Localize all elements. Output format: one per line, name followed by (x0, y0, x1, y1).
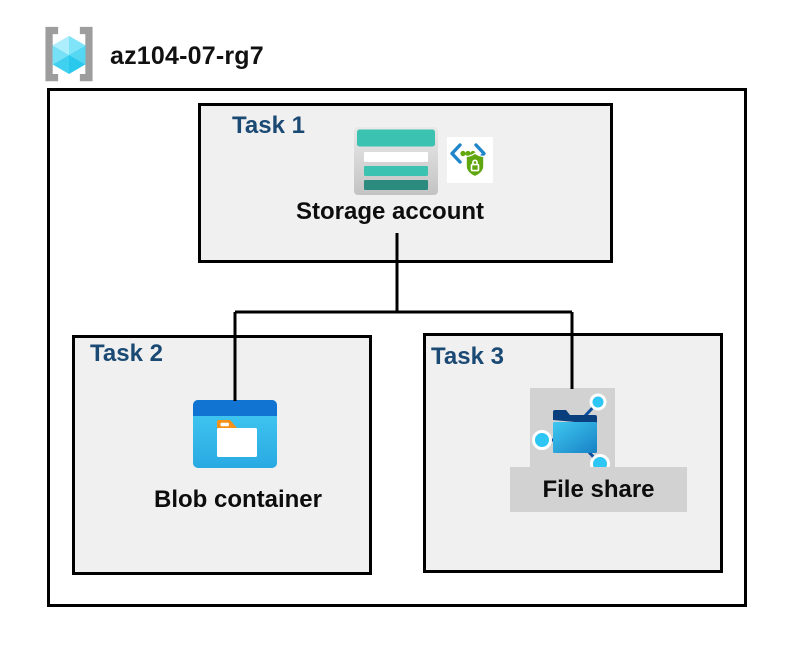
blob-container-icon (193, 400, 277, 468)
resource-group-icon (45, 26, 93, 82)
task2-box: Task 2 Blob container (72, 335, 372, 575)
task3-box: Task 3 File share (423, 333, 723, 573)
sas-shield-icon (447, 137, 493, 183)
resource-group-name: az104-07-rg7 (110, 42, 264, 70)
task1-box: Task 1 Storage account (198, 103, 613, 263)
resource-group-header: az104-07-rg7 (0, 0, 788, 88)
file-share-icon (532, 393, 610, 474)
task3-label: Task 3 (431, 343, 504, 370)
task1-label: Task 1 (232, 112, 305, 139)
blob-container-label: Blob container (153, 486, 322, 513)
cube-glyph (52, 35, 86, 74)
file-share-label: File share (542, 476, 655, 503)
file-share-label-highlight: File share (510, 467, 687, 512)
storage-account-label: Storage account (295, 198, 485, 225)
file-share-selection-highlight (530, 388, 615, 474)
storage-account-icon (354, 127, 438, 195)
task2-label: Task 2 (90, 340, 163, 367)
